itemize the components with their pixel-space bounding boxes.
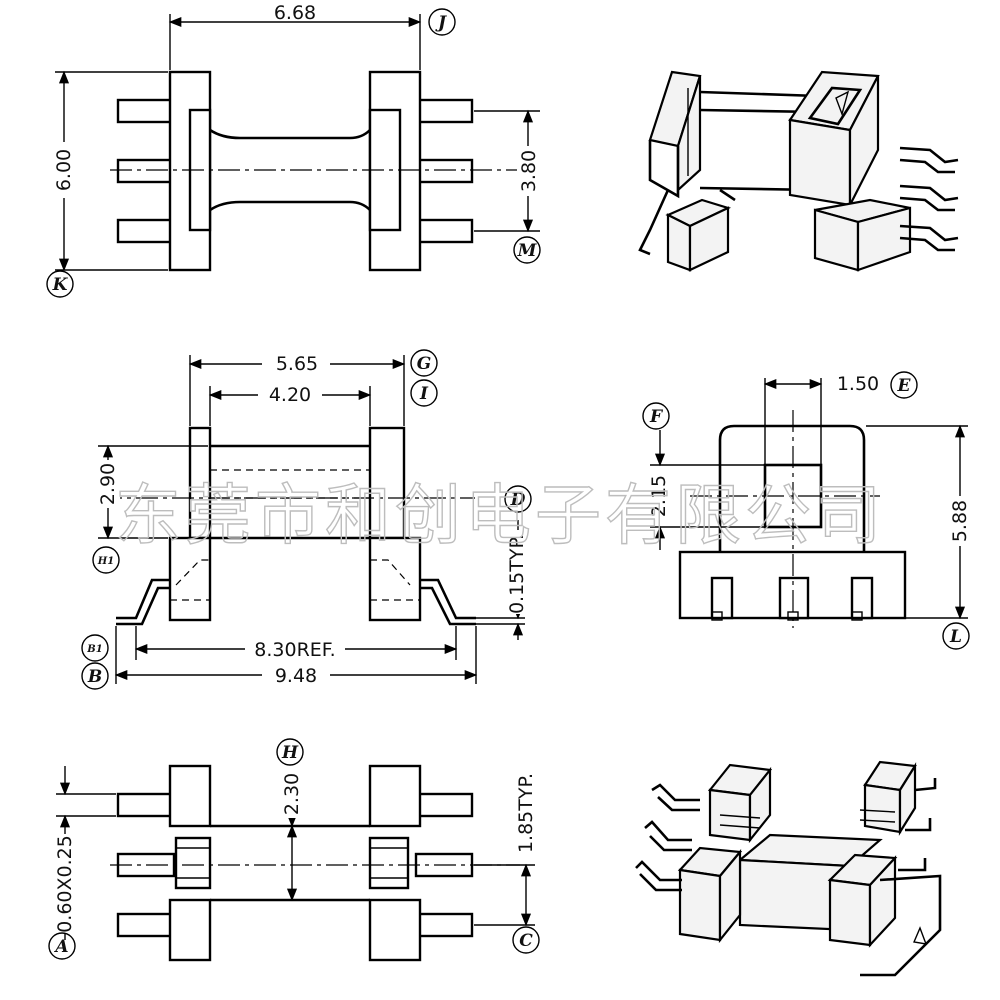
bottom-view-pins <box>116 792 474 938</box>
bottom-view: 2.30 0.60X0.25 1.85TYP. H A C <box>48 738 540 962</box>
label-f: F <box>649 407 664 427</box>
side-height-dim: 5.88 <box>949 500 971 542</box>
label-i: I <box>419 384 429 404</box>
label-b1: B1 <box>86 644 102 655</box>
top-pitch-dim: 3.80 <box>518 150 540 192</box>
label-h: H <box>281 743 299 763</box>
bottom-core-dim: 2.30 <box>281 773 303 815</box>
top-height-dim: 6.00 <box>53 149 75 191</box>
front-ref-dim: 8.30REF. <box>254 639 335 661</box>
label-l: L <box>949 627 962 647</box>
iso-view-bottom <box>635 760 942 977</box>
label-c: C <box>519 931 533 951</box>
label-b: B <box>87 667 102 687</box>
side-window-dim: 1.50 <box>837 373 879 395</box>
top-width-dim: 6.68 <box>274 2 316 24</box>
front-view: 5.65 4.20 2.90 0.15TYP. 8.30REF. 9.48 G … <box>81 349 532 690</box>
front-total-dim: 9.48 <box>275 665 317 687</box>
label-h1: H1 <box>97 556 114 567</box>
top-view: 6.68 6.00 3.80 J K M <box>46 2 541 298</box>
side-core-dim: 2.15 <box>648 475 670 517</box>
label-m: M <box>517 241 538 261</box>
watermark-text: 东莞市和创电子有限公司 <box>115 477 885 554</box>
label-d: D <box>510 490 526 510</box>
iso-view-top <box>638 70 959 272</box>
label-k: K <box>52 275 69 295</box>
label-a: A <box>53 937 68 957</box>
label-j-circle <box>428 8 456 36</box>
label-j: J <box>435 13 447 33</box>
label-g: G <box>417 354 432 374</box>
front-core-dim: 2.90 <box>97 463 119 505</box>
bottom-pitch-dim: 1.85TYP. <box>515 773 537 853</box>
front-outer-dim: 5.65 <box>276 353 318 375</box>
bottom-pin-dim: 0.60X0.25 <box>54 835 76 933</box>
front-inner-dim: 4.20 <box>269 384 311 406</box>
label-e: E <box>897 376 912 396</box>
side-view: 1.50 2.15 5.88 E F L <box>642 371 972 650</box>
front-lead-thickness-dim: 0.15TYP. <box>506 534 528 614</box>
